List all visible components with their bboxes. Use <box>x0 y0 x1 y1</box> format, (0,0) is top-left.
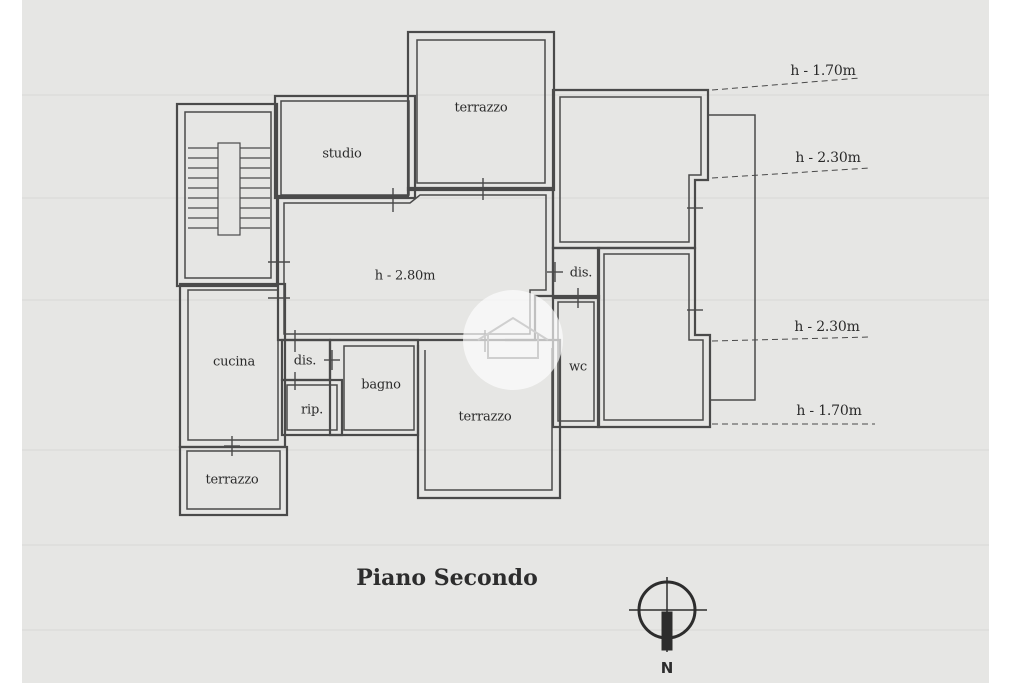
height-leaders <box>711 77 875 425</box>
room-label-cucina: cucina <box>212 354 256 370</box>
plan-title: Piano Secondo <box>356 565 538 591</box>
terrace-left-walls <box>178 445 289 517</box>
studio-walls <box>273 94 417 200</box>
stair-treads <box>188 142 270 236</box>
room-label-living-height: h - 2.80m <box>374 268 436 284</box>
room-label-terrazzo-center: terrazzo <box>458 409 512 425</box>
rip-walls <box>280 378 344 437</box>
watermark-logo <box>463 290 563 390</box>
door-marks <box>224 178 703 456</box>
height-label-2: h - 2.30m <box>795 150 861 166</box>
height-label-3: h - 2.30m <box>794 319 860 335</box>
north-arrow-icon <box>629 577 707 652</box>
watermark-house-icon <box>477 316 549 359</box>
room-label-dis-left: dis. <box>293 353 317 369</box>
room-label-bagno: bagno <box>361 377 401 393</box>
room-label-dis-right: dis. <box>569 265 593 281</box>
room-label-wc: wc <box>568 359 588 375</box>
room-label-terrazzo-left: terrazzo <box>205 472 259 488</box>
room-label-rip: rip. <box>300 402 324 418</box>
room-label-terrazzo-top: terrazzo <box>454 100 508 116</box>
room-label-studio: studio <box>322 146 362 162</box>
height-label-4: h - 1.70m <box>796 403 862 419</box>
north-label: N <box>660 659 674 677</box>
height-label-1: h - 1.70m <box>790 63 856 79</box>
